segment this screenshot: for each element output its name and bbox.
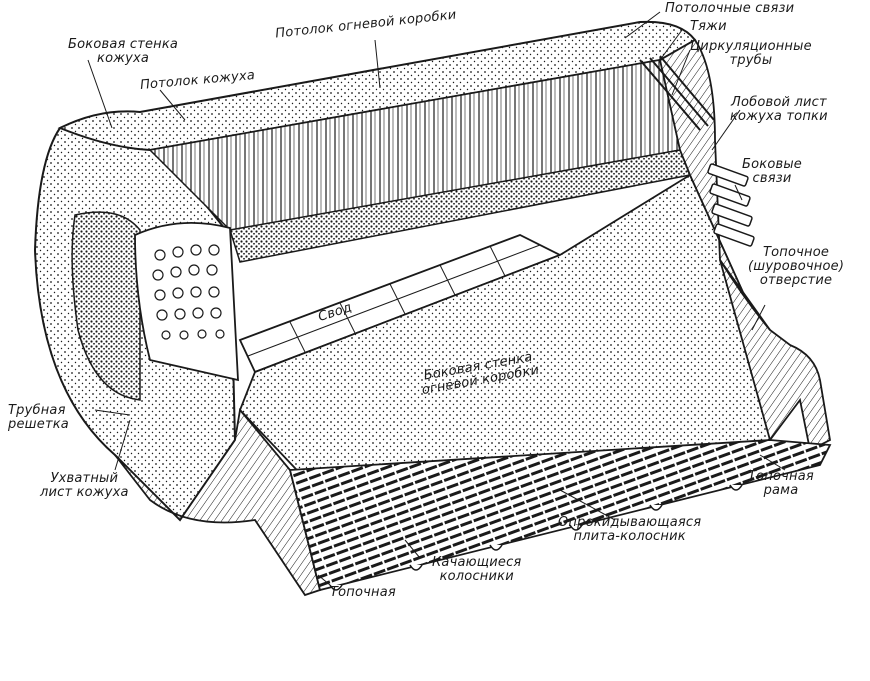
label-front-casing-sheet: Лобовой лист кожуха топки bbox=[730, 95, 828, 124]
label-side-stays: Боковые связи bbox=[742, 157, 803, 186]
label-fire-door: Топочное (шуровочное) отверстие bbox=[748, 245, 845, 288]
label-tie-rods: Тяжи bbox=[690, 19, 727, 34]
label-ceiling-stays: Потолочные связи bbox=[665, 1, 795, 16]
casing-ceiling-shape bbox=[57, 20, 697, 152]
label-dump-grate: Опрокидывающаяся плита-колосник bbox=[558, 515, 702, 544]
grate-bed-shape bbox=[288, 439, 832, 592]
throat-sheet-shape bbox=[114, 407, 322, 597]
label-rocking-grates: Качающиеся колосники bbox=[432, 555, 522, 584]
label-casing-side-wall: Боковая стенка кожуха bbox=[68, 37, 179, 66]
label-tube-sheet: Трубная решетка bbox=[8, 403, 69, 432]
label-bottom-frame: Топочная bbox=[330, 585, 396, 600]
label-circulation-tubes: Циркуляционные трубы bbox=[690, 39, 812, 68]
label-foundation-ring: Топочная рама bbox=[748, 469, 814, 498]
label-throat-sheet: Ухватный лист кожуха bbox=[40, 471, 129, 500]
tube-plate-shape bbox=[134, 221, 239, 382]
